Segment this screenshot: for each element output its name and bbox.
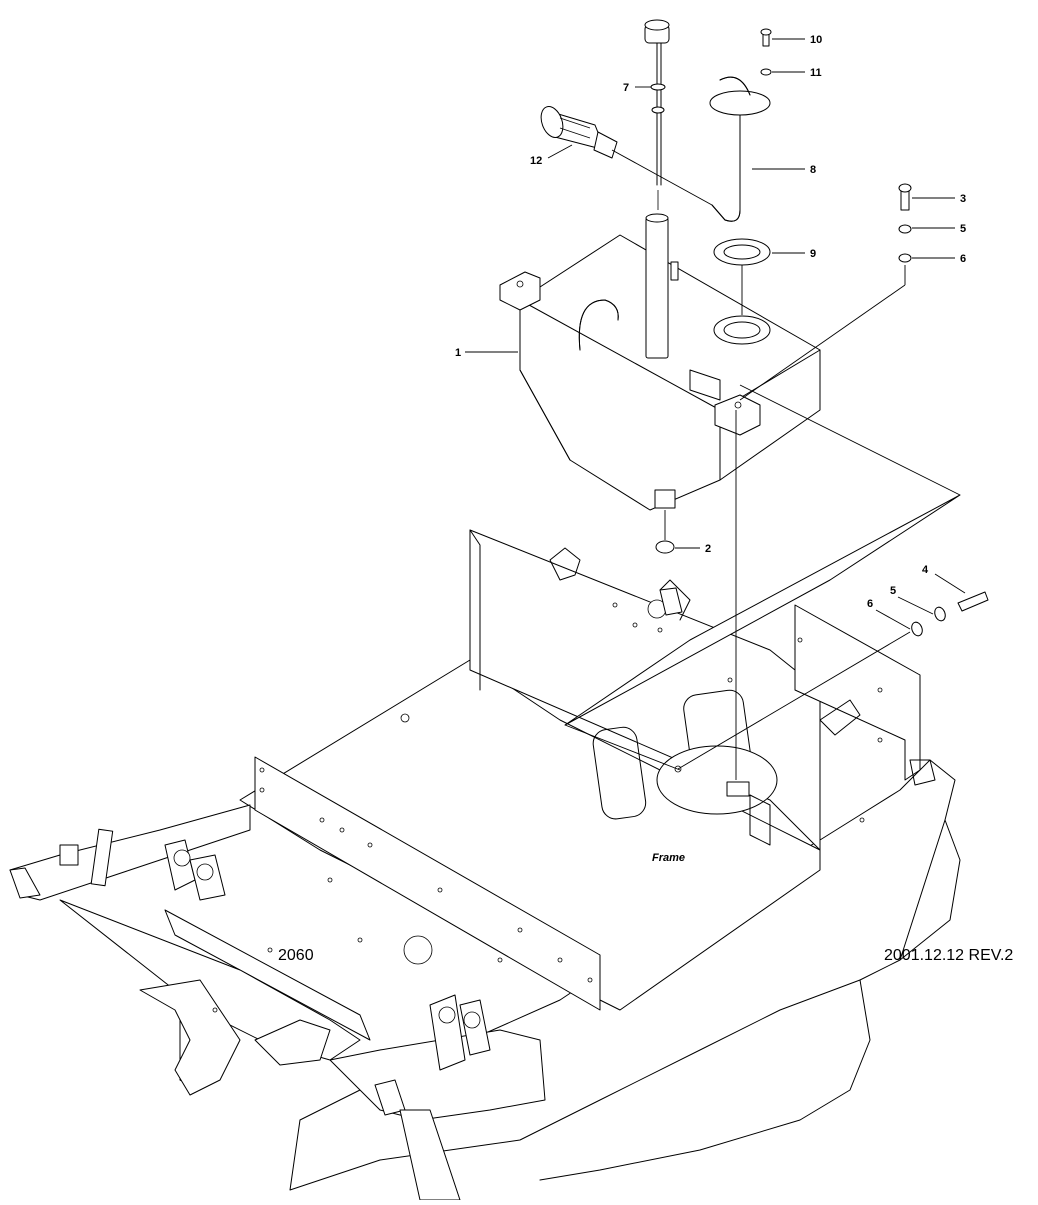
callout-6: 6 (960, 253, 966, 265)
frame-assembly (9, 494, 961, 1201)
mount-ellipse (656, 745, 778, 815)
tank-right-ear (714, 394, 761, 436)
model-number: 2060 (278, 947, 314, 964)
callout-leaders (465, 38, 966, 630)
callout-7: 7 (623, 82, 629, 94)
callout-11: 11 (810, 67, 822, 79)
left-side-rail (254, 756, 601, 1011)
callout-4: 4 (922, 564, 929, 576)
tank-body (519, 234, 821, 511)
callout-5-lower: 5 (890, 585, 896, 597)
rail-hole (403, 935, 433, 965)
assembly-lines (564, 149, 961, 780)
dipstick-assembly (644, 19, 670, 210)
frame-holes (212, 602, 883, 1013)
sender-tube (709, 76, 771, 222)
callout-2: 2 (705, 543, 711, 555)
callout-3: 3 (960, 193, 966, 205)
fuel-tank (499, 213, 821, 511)
callout-10: 10 (810, 34, 822, 46)
frame-label: Frame (652, 852, 685, 864)
callout-5: 5 (960, 223, 966, 235)
callout-12: 12 (530, 155, 542, 167)
right-side-plate (794, 604, 921, 781)
callout-1: 1 (455, 347, 461, 359)
callout-8: 8 (810, 164, 816, 176)
callout-6-lower: 6 (867, 598, 873, 610)
callout-9: 9 (810, 248, 816, 260)
revision-label: 2001.12.12 REV.2 (884, 947, 1013, 964)
callout-labels: 1 2 3 4 5 6 7 8 9 10 11 12 5 6 (455, 34, 966, 610)
breather-filter (540, 106, 618, 159)
drain-plug (655, 540, 675, 554)
